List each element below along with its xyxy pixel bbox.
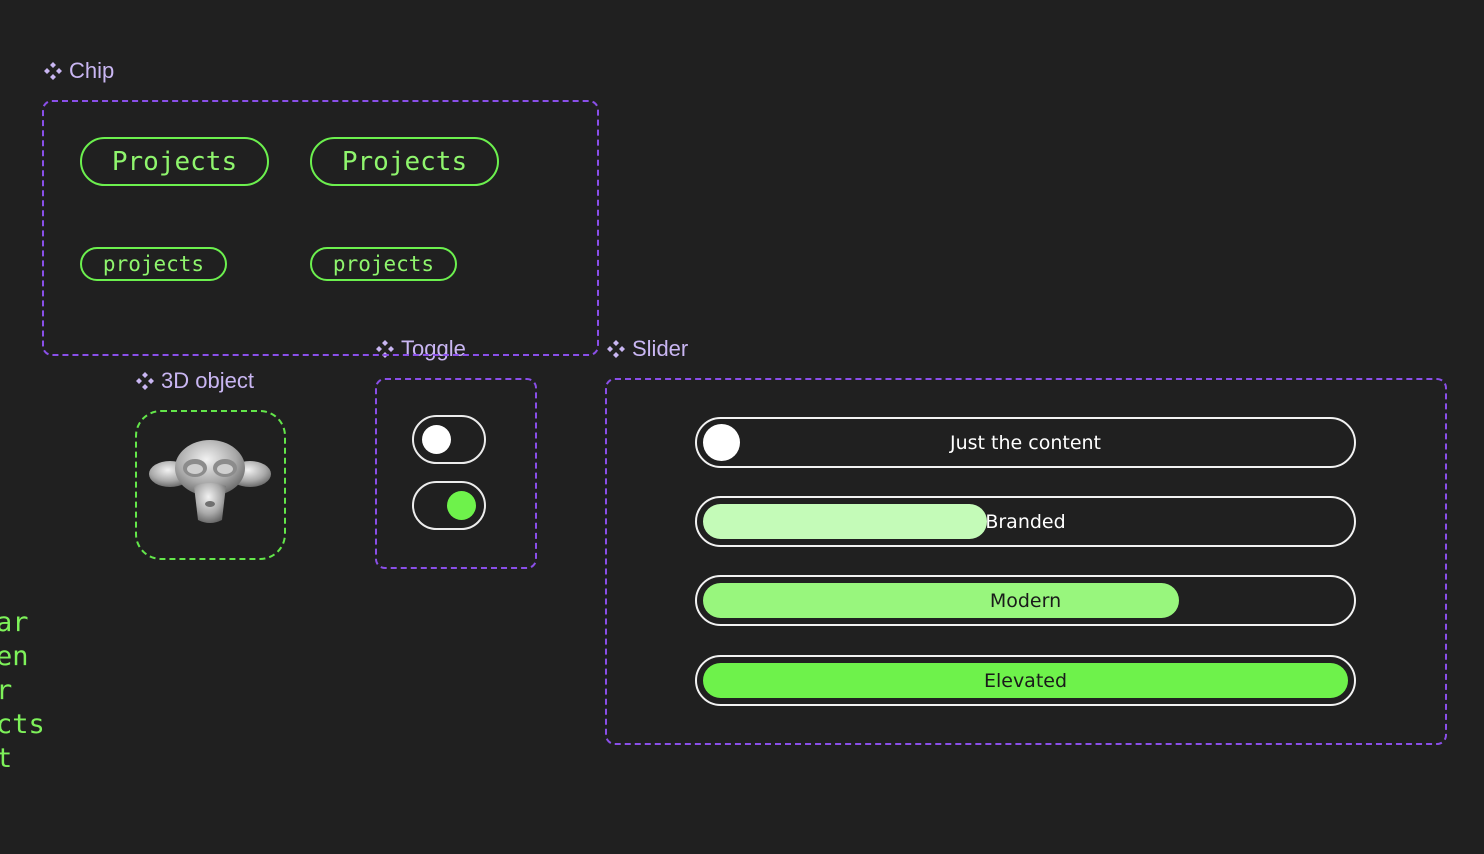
slider-branded[interactable]: Branded: [695, 496, 1356, 547]
monkey-head-icon: [149, 440, 271, 523]
toggle-section-title: Toggle: [401, 336, 466, 361]
side-nav-text: ar en r cts t: [0, 606, 45, 776]
toggle-knob: [422, 425, 451, 454]
side-nav-item[interactable]: ar: [0, 607, 29, 638]
slider-section-title: Slider: [632, 336, 689, 361]
toggle-frame: [375, 378, 537, 569]
chip-section-label: Chip: [43, 58, 114, 84]
slider-label: Branded: [985, 510, 1066, 533]
component-diamond-icon: [44, 62, 62, 80]
side-nav-item[interactable]: t: [0, 743, 13, 774]
slider-fill: [703, 583, 1179, 618]
chip-projects-large[interactable]: Projects: [310, 137, 499, 186]
slider-label: Just the content: [950, 431, 1101, 454]
chip-section-title: Chip: [69, 58, 115, 83]
slider-section-label: Slider: [606, 336, 688, 362]
toggle-section-label: Toggle: [375, 336, 466, 362]
toggle-off[interactable]: [412, 415, 486, 464]
component-diamond-icon: [136, 372, 154, 390]
object3d-section-title: 3D object: [161, 368, 254, 393]
object3d-frame: [135, 410, 286, 560]
slider-modern[interactable]: Modern: [695, 575, 1356, 626]
slider-elevated[interactable]: Elevated: [695, 655, 1356, 706]
chip-projects-small[interactable]: projects: [310, 247, 457, 281]
chip-projects-small[interactable]: projects: [80, 247, 227, 281]
side-nav-item[interactable]: r: [0, 675, 13, 706]
slider-fill: [703, 663, 1348, 698]
slider-just-the-content[interactable]: Just the content: [695, 417, 1356, 468]
slider-frame: [605, 378, 1447, 745]
chip-frame: [42, 100, 599, 356]
side-nav-item[interactable]: en: [0, 641, 29, 672]
chip-projects-large[interactable]: Projects: [80, 137, 269, 186]
toggle-on[interactable]: [412, 481, 486, 530]
side-nav-item[interactable]: cts: [0, 709, 45, 740]
slider-thumb[interactable]: [703, 424, 740, 461]
object3d-section-label: 3D object: [135, 368, 254, 394]
slider-label: Elevated: [983, 669, 1068, 692]
toggle-knob: [447, 491, 476, 520]
slider-label: Modern: [989, 589, 1062, 612]
component-diamond-icon: [607, 340, 625, 358]
slider-fill: [703, 504, 987, 539]
